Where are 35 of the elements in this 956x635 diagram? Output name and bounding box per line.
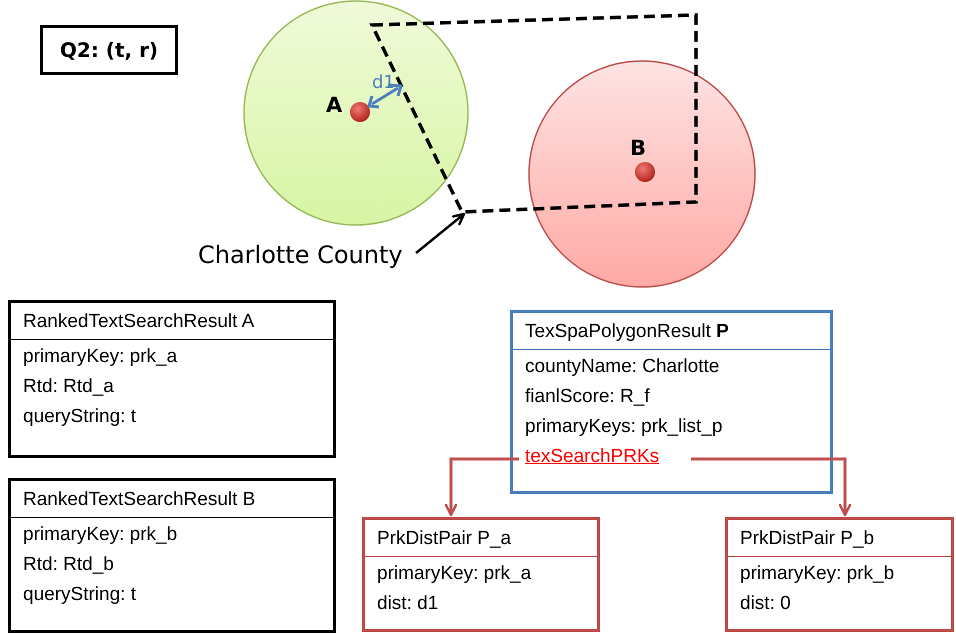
point-label: B: [630, 136, 646, 160]
attribute-text: primaryKey: prk_b: [739, 562, 896, 586]
class-title: RankedTextSearchResult A: [11, 303, 333, 340]
class-box: [510, 310, 833, 494]
query-text: Q2: (t, r): [60, 38, 158, 62]
class-title: TexSpaPolygonResult P: [513, 313, 830, 350]
arrow: [415, 212, 466, 254]
class-box: [725, 517, 954, 632]
class-title: PrkDistPair P_a: [365, 520, 597, 557]
attribute-text: countyName: Charlotte: [524, 355, 720, 379]
attribute-text: queryString: t: [22, 583, 137, 607]
circle-region: [243, 0, 469, 226]
class-box: [8, 300, 336, 458]
attribute-text: dist: d1: [376, 592, 440, 616]
attribute-text: Rtd: Rtd_b: [22, 553, 115, 577]
arrow: [444, 458, 519, 516]
link-text: texSearchPRKs: [524, 445, 660, 469]
attribute-text: primaryKey: prk_a: [376, 562, 532, 586]
county-polygon: [368, 12, 700, 216]
class-title: RankedTextSearchResult B: [11, 481, 333, 518]
attribute-text: primaryKey: prk_b: [22, 523, 178, 547]
class-box: [8, 478, 336, 633]
class-title: PrkDistPair P_b: [728, 520, 951, 557]
arrow: [691, 458, 852, 516]
point-label: A: [326, 93, 342, 117]
class-box: [362, 517, 600, 632]
attribute-text: queryString: t: [22, 405, 137, 429]
attribute-text: Rtd: Rtd_a: [22, 375, 115, 399]
attribute-text: primaryKeys: prk_list_p: [524, 415, 724, 439]
attribute-text: fianlScore: R_f: [524, 385, 651, 409]
attribute-text: primaryKey: prk_a: [22, 345, 178, 369]
query-box: [40, 25, 178, 75]
attribute-text: dist: 0: [739, 592, 792, 616]
circle-region: [528, 60, 756, 288]
county-label: Charlotte County: [198, 241, 403, 269]
